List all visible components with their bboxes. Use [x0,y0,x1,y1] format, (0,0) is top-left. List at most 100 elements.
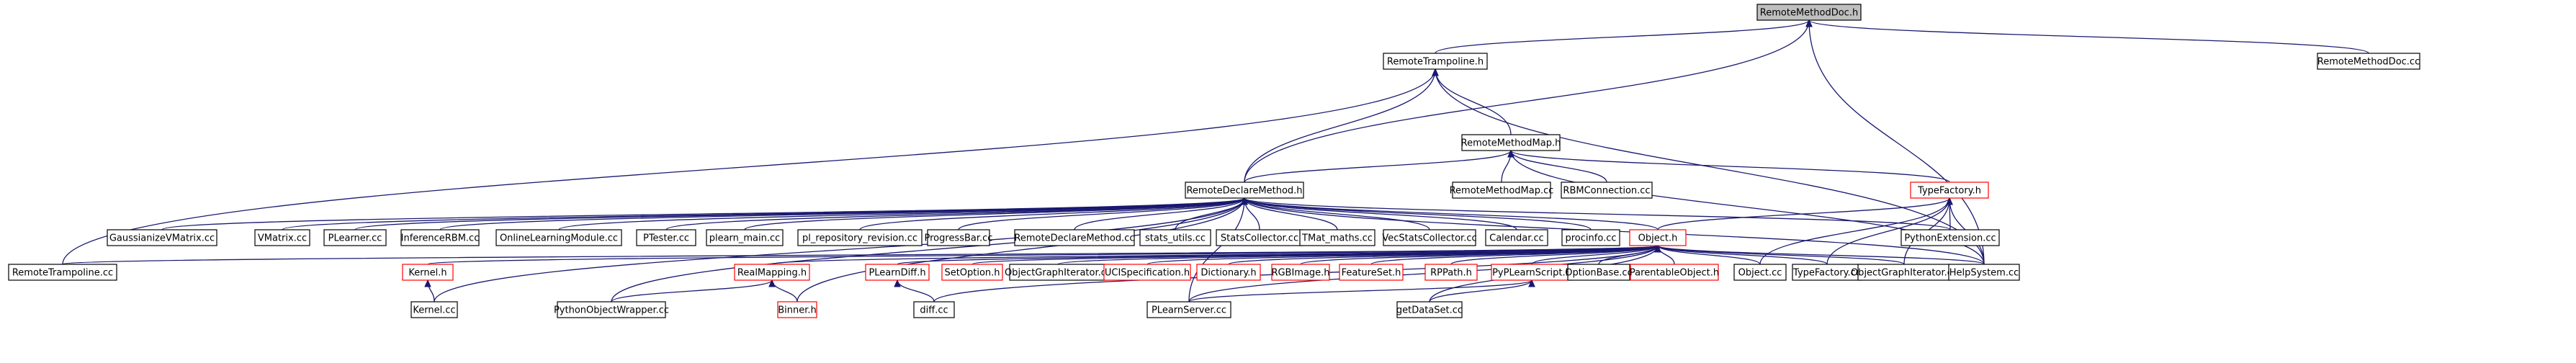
graph-node[interactable]: RPPath.h [1424,264,1478,281]
graph-node[interactable]: Kernel.cc [410,301,458,318]
node-label: TypeFactory.cc [1792,268,1861,279]
node-box [1733,264,1787,281]
node-label: RemoteMethodDoc.cc [2317,57,2420,68]
node-box [865,264,930,281]
graph-node[interactable]: ParentableObject.h [1630,264,1719,281]
node-box [1014,229,1135,246]
node-label: RemoteMethodDoc.h [1760,8,1858,19]
graph-node[interactable]: getDataSet.cc [1396,301,1463,318]
graph-node[interactable]: PythonExtension.cc [1900,229,2000,246]
graph-node[interactable]: FeatureSet.h [1339,264,1404,281]
node-box [1139,229,1211,246]
graph-node[interactable]: RGBImage.h [1271,264,1330,281]
graph-node[interactable]: RemoteDeclareMethod.cc [1014,229,1135,246]
node-box [1485,229,1548,246]
node-label: RemoteMethodMap.h [1461,138,1561,149]
graph-node[interactable]: stats_utils.cc [1139,229,1211,246]
edge-arrowhead [894,279,901,287]
graph-node[interactable]: plearn_main.cc [706,229,784,246]
node-label: PyPLearnScript.h [1492,268,1571,279]
edge-n24-n6 [1244,197,1659,230]
edge-n26-n1 [62,68,1436,265]
graph-node[interactable]: RemoteMethodMap.cc [1450,182,1554,199]
node-label: PythonObjectWrapper.cc [554,305,669,316]
node-box [1271,264,1330,281]
edge-n25-n6 [1244,197,1951,230]
node-label: ObjectGraphIterator.cc [1005,268,1111,279]
node-label: VecStatsCollector.cc [1382,233,1476,244]
node-label: RemoteTrampoline.cc [12,268,113,279]
node-label: pl_repository_revision.cc [802,233,917,244]
graph-node[interactable]: ProgressBar.cc [925,229,993,246]
graph-node[interactable]: Kernel.h [402,264,454,281]
node-box [107,229,217,246]
node-label: ObjectGraphIterator.cc [1851,268,1957,279]
graph-node: RemoteMethodDoc.h [1756,4,1862,21]
edge-n41-n7 [1826,197,1950,265]
node-box [323,229,387,246]
graph-node[interactable]: RBMConnection.cc [1561,182,1653,199]
node-label: InferenceRBM.cc [401,233,480,244]
node-label: SetOption.h [944,268,1000,279]
graph-node[interactable]: InferenceRBM.cc [400,229,480,246]
graph-node[interactable]: PLearnDiff.h [865,264,930,281]
graph-node[interactable]: TypeFactory.h [1910,182,1989,199]
graph-node[interactable]: TMat_maths.cc [1299,229,1375,246]
graph-node[interactable]: Calendar.cc [1485,229,1548,246]
node-box [1383,229,1476,246]
node-label: plearn_main.cc [709,233,781,244]
graph-node[interactable]: procinfo.cc [1561,229,1620,246]
graph-node[interactable]: PyPLearnScript.h [1491,264,1573,281]
graph-node[interactable]: UCISpecification.h [1103,264,1191,281]
edge-n42-n24 [1657,245,1905,265]
graph-node[interactable]: Dictionary.h [1196,264,1261,281]
node-label: PTester.cc [643,233,689,244]
graph-node[interactable]: ObjectGraphIterator.cc [1851,264,1957,281]
graph-node[interactable]: Binner.h [777,301,817,318]
graph-node[interactable]: HelpSystem.cc [1948,264,2020,281]
graph-node[interactable]: PythonObjectWrapper.cc [554,301,669,318]
edge-n47-n29 [897,279,935,302]
graph-node[interactable]: Object.h [1629,229,1687,246]
node-box [495,229,622,246]
node-box [1561,229,1620,246]
graph-node[interactable]: ObjectGraphIterator.cc [1005,264,1111,281]
graph-node[interactable]: SetOption.h [941,264,1003,281]
graph-node[interactable]: TypeFactory.cc [1792,264,1862,281]
graph-node[interactable]: OnlineLearningModule.cc [495,229,622,246]
graph-node[interactable]: RemoteMethodMap.h [1461,134,1561,151]
edge-arrowhead [1528,279,1535,287]
node-label: Object.cc [1738,268,1782,279]
graph-node[interactable]: RemoteTrampoline.cc [8,264,117,281]
graph-node[interactable]: diff.cc [913,301,955,318]
graph-node[interactable]: PLearner.cc [323,229,387,246]
graph-node[interactable]: RealMapping.h [734,264,810,281]
edge-n43-n24 [1657,245,1985,265]
node-label: PythonExtension.cc [1904,233,1996,244]
edge-n24-n7 [1657,197,1950,230]
graph-node[interactable]: RemoteTrampoline.h [1383,53,1488,70]
node-label: FeatureSet.h [1342,268,1401,279]
graph-node[interactable]: VMatrix.cc [254,229,310,246]
graph-node[interactable]: pl_repository_revision.cc [797,229,923,246]
node-box [1461,134,1561,151]
graph-node[interactable]: PLearnServer.cc [1146,301,1231,318]
graph-node[interactable]: RemoteMethodDoc.cc [2317,53,2420,70]
edge-arrowhead [424,279,431,287]
graph-node[interactable]: OptionBase.cc [1565,264,1633,281]
graph-node[interactable]: GaussianizeVMatrix.cc [107,229,217,246]
node-label: Binner.h [778,305,817,316]
graph-node[interactable]: StatsCollector.cc [1216,229,1303,246]
graph-node[interactable]: PTester.cc [636,229,696,246]
graph-node[interactable]: Object.cc [1733,264,1787,281]
edge-n11-n6 [439,197,1245,230]
edge-arrowhead [1654,244,1661,253]
graph-node[interactable]: VecStatsCollector.cc [1382,229,1477,246]
edge-n41-n24 [1657,245,1828,265]
graph-node[interactable]: RemoteDeclareMethod.h [1185,182,1304,199]
edge-n40-n24 [1657,245,1761,265]
node-box [706,229,784,246]
node-box [1146,301,1231,318]
node-label: diff.cc [920,305,948,316]
